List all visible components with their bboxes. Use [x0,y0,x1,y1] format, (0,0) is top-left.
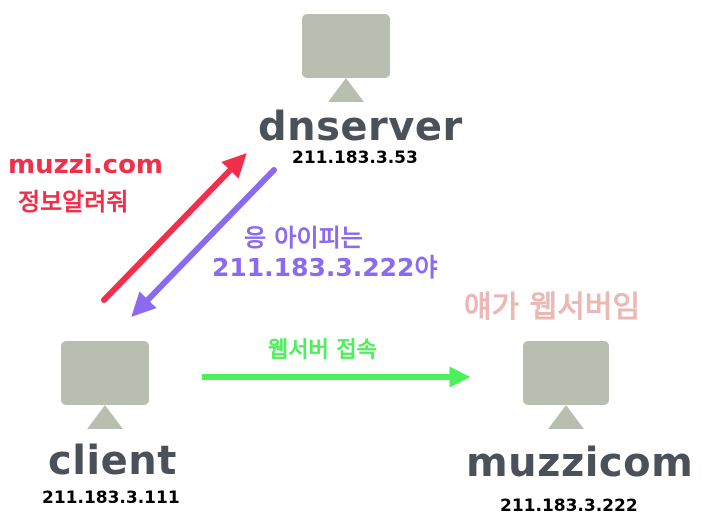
monitor-stand [548,405,584,429]
client-monitor-icon [61,341,149,431]
client-name: client [48,438,177,484]
monitor-screen [523,341,609,405]
monitor-stand [328,78,364,102]
request-arrow [101,153,247,303]
webserver-ip: 211.183.3.222 [500,496,638,516]
dnserver-monitor-icon [302,14,390,104]
request-label-line2: 정보알려줘 [18,188,129,216]
monitor-screen [61,341,149,405]
webserver-monitor-icon [523,341,609,431]
response-label-line2: 211.183.3.222야 [212,253,438,282]
webserver-note: 얘가 웹서버임 [464,290,641,325]
request-label-line1: muzzi.com [8,150,164,180]
monitor-screen [302,14,390,78]
response-label-line1: 응 아이피는 [244,224,363,252]
webserver-name: muzzicom [466,440,694,486]
monitor-stand [87,405,123,429]
connect-label: 웹서버 접속 [268,338,377,363]
client-ip: 211.183.3.111 [42,488,180,508]
response-arrow [131,167,277,317]
dnserver-ip: 211.183.3.53 [292,148,418,168]
dnserver-name: dnserver [258,104,463,150]
